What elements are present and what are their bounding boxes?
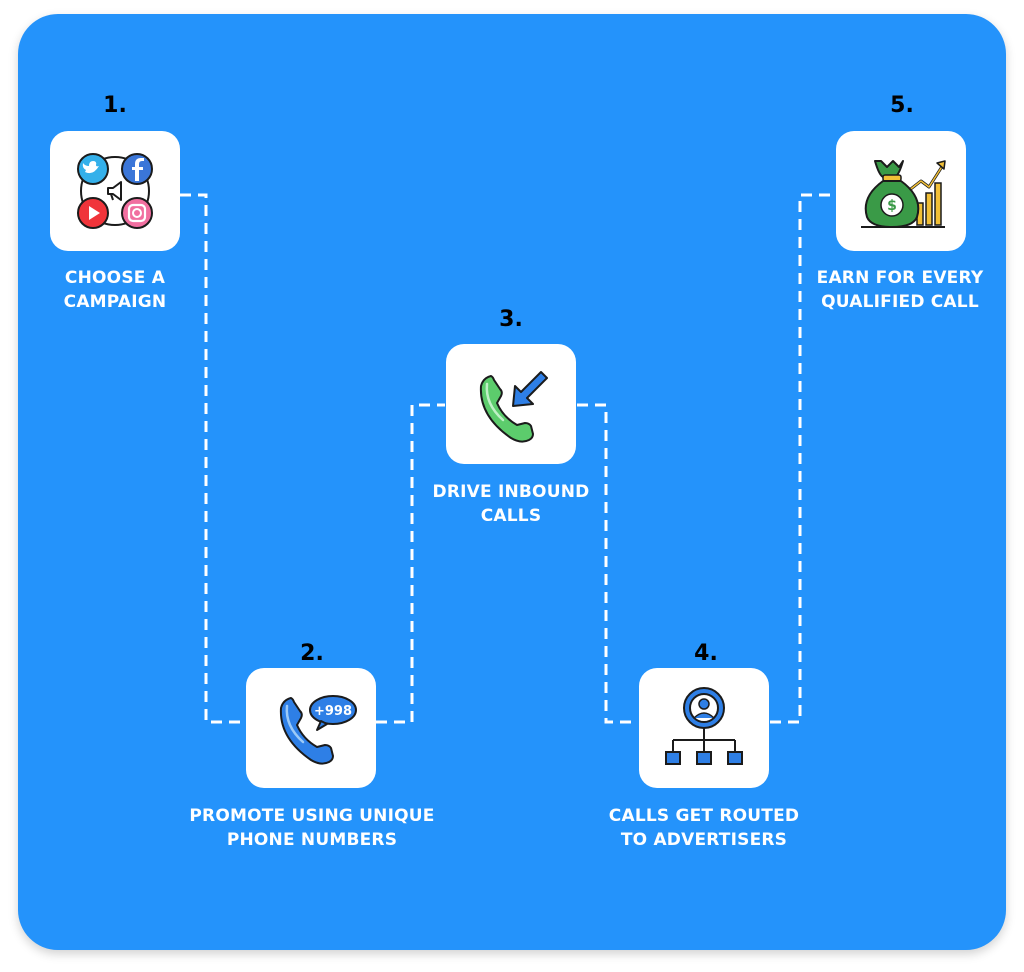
step-4-label: CALLS GET ROUTED TO ADVERTISERS	[608, 806, 800, 850]
step-4-number: 4.	[694, 641, 718, 666]
phone-number-icon: +998	[279, 695, 357, 765]
connector-2-3	[376, 403, 445, 724]
svg-text:$: $	[887, 198, 897, 214]
social-media-campaign-icon	[77, 153, 153, 229]
step-3-label: DRIVE INBOUND CALLS	[432, 482, 590, 526]
connector-4-5	[770, 193, 835, 724]
step-5-card: $	[836, 131, 966, 251]
connector-3-4	[577, 403, 638, 724]
step-2-number: 2.	[300, 641, 324, 666]
step-1-label: CHOOSE A CAMPAIGN	[63, 268, 167, 312]
step-2-card: +998	[246, 668, 376, 788]
step-4-card	[639, 668, 769, 788]
inbound-call-icon	[479, 371, 548, 443]
connector-1-2	[180, 193, 245, 724]
step-5-label: EARN FOR EVERY QUALIFIED CALL	[816, 268, 984, 312]
step-1-number: 1.	[103, 93, 127, 118]
phone-badge-text: +998	[314, 704, 352, 719]
step-3-card	[446, 344, 576, 464]
step-3-number: 3.	[499, 307, 523, 332]
step-2-label: PROMOTE USING UNIQUE PHONE NUMBERS	[189, 806, 435, 850]
step-5-number: 5.	[890, 93, 914, 118]
money-bag-growth-icon: $	[861, 160, 946, 228]
call-routing-icon	[665, 687, 743, 765]
step-1-card	[50, 131, 180, 251]
